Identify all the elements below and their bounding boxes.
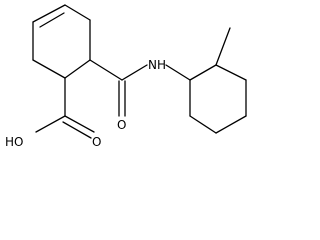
bond (121, 64, 148, 81)
ring-bond (215, 115, 247, 134)
acid-oxygen-label: O (92, 135, 101, 149)
methyl-bond (215, 27, 231, 66)
ring-bond (32, 59, 66, 79)
ring-double-bond-inner (39, 12, 65, 28)
ring-bond (64, 59, 91, 79)
bond (89, 59, 123, 81)
ring-double-bond (32, 4, 66, 23)
carboxylic-acid-group: HO O (5, 77, 101, 149)
amide-nitrogen-label: NH (148, 58, 166, 72)
amide-group: NH O (89, 58, 166, 132)
amide-oxygen-label: O (117, 118, 126, 132)
bond (165, 64, 191, 81)
ring-bond (215, 64, 247, 81)
chemical-structure: NH O HO O (5, 4, 247, 149)
bond (35, 115, 66, 133)
cyclohexene-ring (32, 4, 91, 79)
acid-double-bond (64, 115, 95, 133)
ring-bond (64, 4, 91, 21)
ring-bond (189, 115, 217, 134)
acid-hydroxyl-label: HO (5, 135, 23, 149)
acid-double-bond (62, 121, 92, 139)
methylcyclohexyl-ring (165, 27, 247, 134)
ring-bond (189, 64, 217, 81)
